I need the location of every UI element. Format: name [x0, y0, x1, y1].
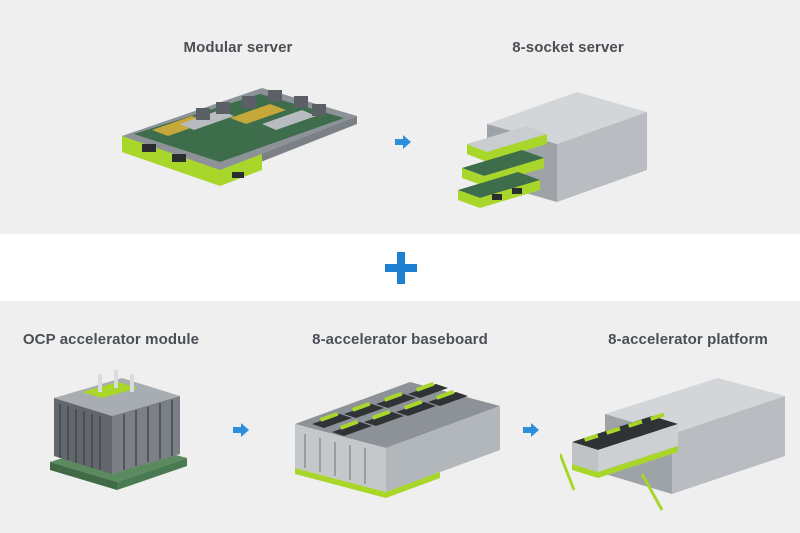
bottom-row-arrow-1-icon: [233, 423, 249, 437]
plus-icon: [385, 252, 417, 284]
modular-server-label: Modular server: [183, 39, 293, 56]
baseboard-label: 8-accelerator baseboard: [312, 331, 488, 348]
top-row-arrow-icon: [395, 135, 411, 149]
platform-label: 8-accelerator platform: [608, 331, 768, 348]
ocp-module-label: OCP accelerator module: [22, 331, 200, 348]
top-row-band: [0, 0, 800, 234]
accelerator-platform-chassis-image: [560, 378, 785, 511]
eight-socket-server-label: 8-socket server: [512, 39, 624, 56]
accelerator-baseboard-image: [295, 381, 500, 498]
ocp-accelerator-module-image: [50, 370, 187, 490]
modular-server-board-image: [122, 88, 357, 186]
eight-socket-server-chassis-image: [458, 92, 647, 208]
bottom-row-arrow-2-icon: [523, 423, 539, 437]
